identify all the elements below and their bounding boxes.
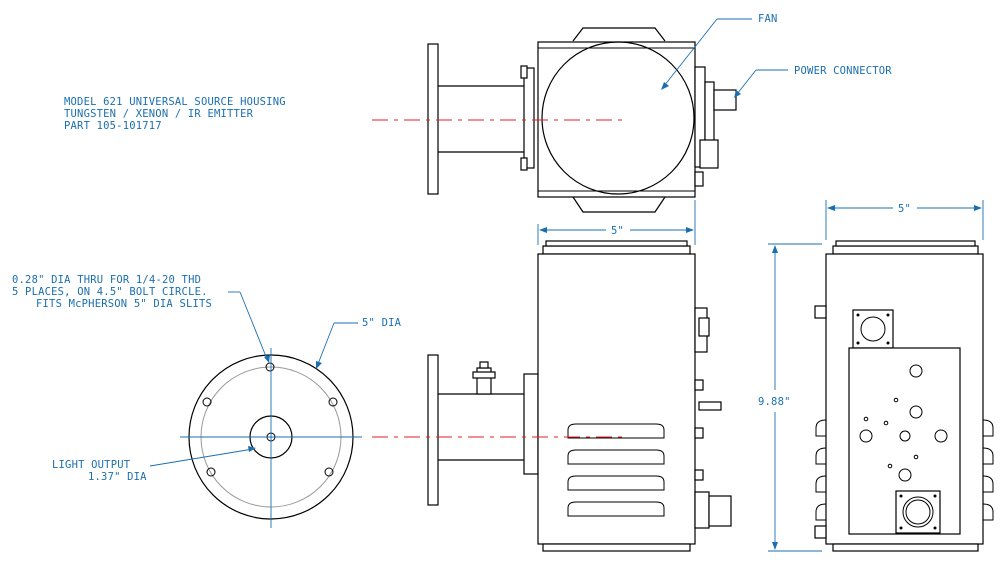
side-width-label: 5": [611, 225, 624, 237]
title-line-3: PART 105-101717: [64, 120, 162, 132]
back-width-label: 5": [898, 203, 911, 215]
title-line-1: MODEL 621 UNIVERSAL SOURCE HOUSING: [64, 96, 286, 108]
power-connector-label: POWER CONNECTOR: [794, 65, 892, 77]
back-view: [814, 240, 994, 552]
flange-dia-label: 5" DIA: [362, 317, 402, 329]
dimension-lines: [149, 18, 984, 552]
holes-note-line-1: 0.28" DIA THRU FOR 1/4-20 THD: [12, 274, 201, 286]
fan-label: FAN: [758, 13, 778, 25]
title-line-2: TUNGSTEN / XENON / IR EMITTER: [64, 108, 254, 120]
flange-view: [180, 348, 362, 528]
side-view: [372, 240, 732, 552]
top-view: [372, 27, 737, 213]
labels: MODEL 621 UNIVERSAL SOURCE HOUSING TUNGS…: [12, 13, 911, 483]
holes-note-line-2: 5 PLACES, ON 4.5" BOLT CIRCLE.: [12, 286, 208, 298]
light-output-line-1: LIGHT OUTPUT: [52, 459, 131, 471]
holes-note-line-3: FITS McPHERSON 5" DIA SLITS: [36, 298, 212, 310]
height-label: 9.88": [758, 396, 791, 408]
light-output-line-2: 1.37" DIA: [88, 471, 147, 483]
